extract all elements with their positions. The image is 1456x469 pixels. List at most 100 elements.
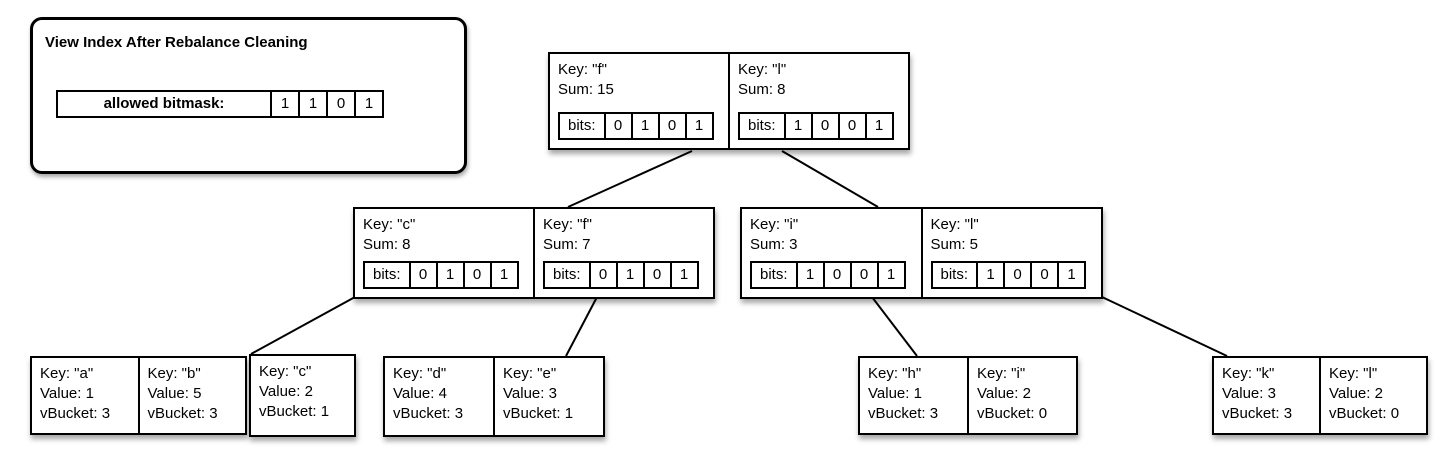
bit-cell: 1 [489, 261, 519, 289]
entry-vbucket: vBucket: 3 [1222, 405, 1293, 422]
entry-value: Value: 3 [1222, 385, 1276, 402]
entry-vbucket: vBucket: 3 [147, 405, 218, 422]
entry-sum: Sum: 7 [543, 236, 591, 253]
bit-cell: 0 [603, 112, 633, 140]
entry-key: Key: "l" [1329, 365, 1378, 382]
leaf-entry-a: Key: "a" Value: 1 vBucket: 3 [32, 358, 138, 433]
bit-cell: 0 [657, 112, 687, 140]
bit-cell: 1 [976, 261, 1006, 289]
bit-cell: 1 [435, 261, 465, 289]
bit-cell: 1 [630, 112, 660, 140]
bit-cell: 0 [810, 112, 840, 140]
entry-sum: Sum: 3 [750, 236, 798, 253]
leaf-entry-k: Key: "k" Value: 3 vBucket: 3 [1214, 358, 1319, 433]
bit-cell: 1 [876, 261, 906, 289]
bit-cell: 1 [1057, 261, 1087, 289]
entry-value: Value: 2 [259, 383, 313, 400]
entry-vbucket: vBucket: 3 [393, 405, 464, 422]
bit-cell: 1 [795, 261, 825, 289]
entry-value: Value: 3 [503, 385, 557, 402]
leaf-node-ab: Key: "a" Value: 1 vBucket: 3 Key: "b" Va… [30, 356, 247, 435]
bit-cell: 0 [1030, 261, 1060, 289]
leaf-entry-b: Key: "b" Value: 5 vBucket: 3 [137, 358, 246, 433]
entry-key: Key: "b" [147, 365, 201, 382]
entry-key: Key: "c" [363, 216, 416, 233]
bit-cell: 0 [1003, 261, 1033, 289]
bits-label: bits: [930, 261, 979, 289]
entry-sum: Sum: 8 [363, 236, 411, 253]
entry-vbucket: vBucket: 3 [868, 405, 939, 422]
leaf-entry-l: Key: "l" Value: 2 vBucket: 0 [1319, 358, 1426, 433]
bit-cell: 0 [837, 112, 867, 140]
bit-cell: 0 [326, 90, 356, 118]
leaf-entry-e: Key: "e" Value: 3 vBucket: 1 [493, 358, 603, 435]
entry-key: Key: "a" [40, 365, 94, 382]
entry-key: Key: "l" [930, 216, 979, 233]
allowed-bitmask-label: allowed bitmask: [56, 90, 272, 118]
entry-vbucket: vBucket: 3 [40, 405, 111, 422]
bits-label: bits: [738, 112, 786, 140]
legend-box: View Index After Rebalance Cleaning allo… [30, 17, 467, 174]
entry-sum: Sum: 15 [558, 81, 614, 98]
entry-value: Value: 2 [1329, 385, 1383, 402]
entry-value: Value: 1 [868, 385, 922, 402]
entry-key: Key: "i" [750, 216, 799, 233]
bit-cell: 1 [615, 261, 645, 289]
leaf-entry-i: Key: "i" Value: 2 vBucket: 0 [967, 358, 1076, 433]
entry-vbucket: vBucket: 0 [977, 405, 1048, 422]
leaf-node-hi: Key: "h" Value: 1 vBucket: 3 Key: "i" Va… [858, 356, 1078, 435]
leaf-entry-c: Key: "c" Value: 2 vBucket: 1 [251, 356, 354, 435]
entry-key: Key: "e" [503, 365, 557, 382]
bits-label: bits: [558, 112, 606, 140]
entry-key: Key: "d" [393, 365, 447, 382]
entry-key: Key: "k" [1222, 365, 1275, 382]
entry-sum: Sum: 8 [738, 81, 786, 98]
bit-cell: 1 [298, 90, 328, 118]
entry-value: Value: 5 [147, 385, 202, 402]
bits-label: bits: [363, 261, 411, 289]
bit-cell: 1 [864, 112, 894, 140]
entry-value: Value: 4 [393, 385, 447, 402]
entry-value: Value: 2 [977, 385, 1031, 402]
entry-vbucket: vBucket: 0 [1329, 405, 1400, 422]
leaf-entry-d: Key: "d" Value: 4 vBucket: 3 [385, 358, 493, 435]
bit-cell: 1 [354, 90, 384, 118]
leaf-node-c: Key: "c" Value: 2 vBucket: 1 [249, 354, 356, 437]
entry-key: Key: "c" [259, 363, 312, 380]
entry-key: Key: "f" [543, 216, 592, 233]
diagram-title: View Index After Rebalance Cleaning [45, 34, 308, 51]
leaf-entry-h: Key: "h" Value: 1 vBucket: 3 [860, 358, 967, 433]
entry-sum: Sum: 5 [930, 236, 979, 253]
bit-cell: 1 [684, 112, 714, 140]
bit-cell: 0 [822, 261, 852, 289]
bit-cell: 0 [849, 261, 879, 289]
bits-label: bits: [750, 261, 798, 289]
bits-label: bits: [543, 261, 591, 289]
bit-cell: 0 [588, 261, 618, 289]
entry-vbucket: vBucket: 1 [259, 403, 330, 420]
entry-key: Key: "f" [558, 61, 607, 78]
entry-value: Value: 1 [40, 385, 94, 402]
entry-vbucket: vBucket: 1 [503, 405, 574, 422]
bit-cell: 1 [783, 112, 813, 140]
